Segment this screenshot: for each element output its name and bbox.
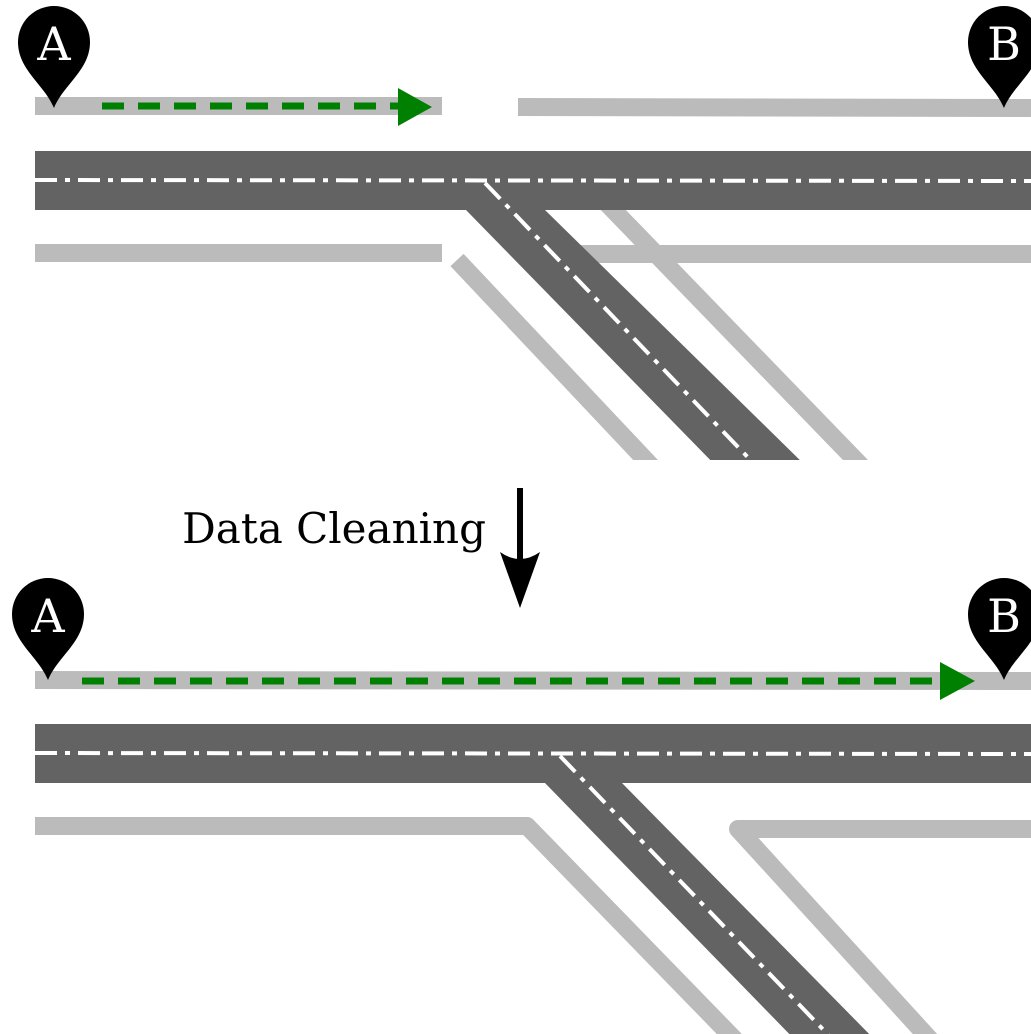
- map-pin-icon: [18, 6, 90, 108]
- main-road-centerline: [34, 751, 1031, 756]
- arrow-down-icon: [500, 488, 540, 608]
- map-pin-icon: [12, 578, 84, 680]
- sidewalk-bottom-right: [729, 820, 1031, 1034]
- pin-b-bottom: B: [968, 578, 1031, 680]
- pin-label-b: B: [987, 17, 1021, 71]
- branch-road-centerline: [558, 754, 831, 1034]
- panel-before-cleaning: A B: [18, 6, 1031, 460]
- sidewalk-top-right: [517, 98, 1031, 117]
- pin-label-a: A: [30, 589, 65, 643]
- route-arrowhead: [940, 662, 975, 700]
- map-pin-icon: [968, 6, 1031, 108]
- pin-a-bottom: A: [12, 578, 84, 680]
- cleaning-step: Data Cleaning: [182, 488, 540, 608]
- branch-road: [545, 783, 870, 1034]
- sidewalk-diagonal-right: [556, 151, 869, 460]
- map-pin-icon: [968, 578, 1031, 680]
- branch-road-centerline: [483, 181, 754, 460]
- step-label: Data Cleaning: [182, 504, 486, 553]
- main-road-centerline: [34, 178, 1031, 183]
- sidewalk-diagonal-left: [450, 253, 658, 460]
- pin-label-b: B: [987, 589, 1021, 643]
- pin-a-top: A: [18, 6, 90, 108]
- branch-road: [466, 210, 800, 460]
- route-arrowhead: [398, 88, 432, 126]
- pin-label-a: A: [36, 17, 71, 71]
- sidewalk-bottom-left: [35, 817, 742, 1034]
- pin-b-top: B: [968, 6, 1031, 108]
- panel-after-cleaning: A B: [12, 578, 1031, 1034]
